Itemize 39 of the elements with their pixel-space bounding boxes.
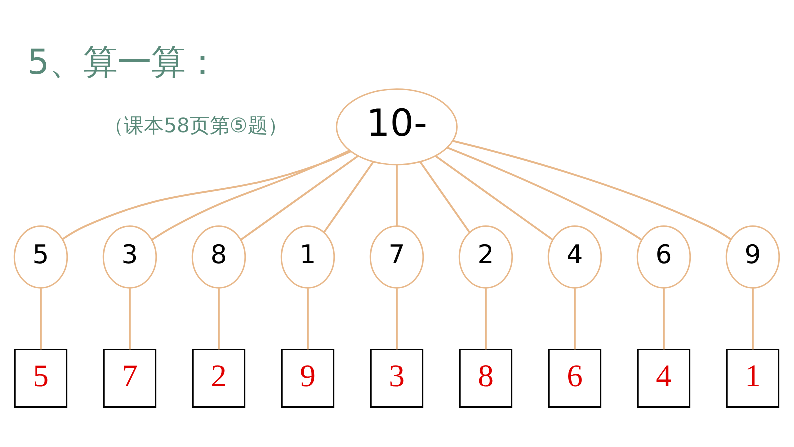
connector [323,160,374,233]
node-box: 6 [548,348,602,408]
connector [420,160,471,233]
connector [452,140,732,240]
connector [574,288,576,350]
node-ellipse: 1 [280,225,336,288]
node-ellipse: 10- [336,88,458,166]
node-box: 4 [637,348,691,408]
connector [62,150,352,240]
connector [218,288,220,350]
label: （课本58页第⑤题） [104,112,288,137]
connector [446,146,642,240]
node-ellipse: 5 [14,225,68,288]
node-box: 2 [192,348,246,408]
node-box: 9 [281,348,335,408]
connector [396,164,398,226]
connector [435,154,554,240]
connector [485,288,487,350]
connector [40,288,42,350]
node-ellipse: 6 [636,225,692,288]
connector [240,154,359,240]
node-ellipse: 3 [102,225,158,288]
node-box: 8 [459,348,513,408]
diagram-title: 5、算一算： [28,42,220,83]
node-ellipse: 4 [548,225,602,288]
connector [396,288,398,350]
connector [752,288,754,350]
node-ellipse: 2 [458,225,514,288]
node-ellipse: 7 [370,225,424,288]
node-box: 3 [370,348,424,408]
node-box: 1 [726,348,780,408]
connector [129,288,131,350]
node-ellipse: 9 [726,225,780,288]
connector [152,149,350,240]
node-ellipse: 8 [192,225,246,288]
node-box: 7 [103,348,157,408]
connector [307,288,309,350]
connector [663,288,665,350]
node-box: 5 [14,348,68,408]
